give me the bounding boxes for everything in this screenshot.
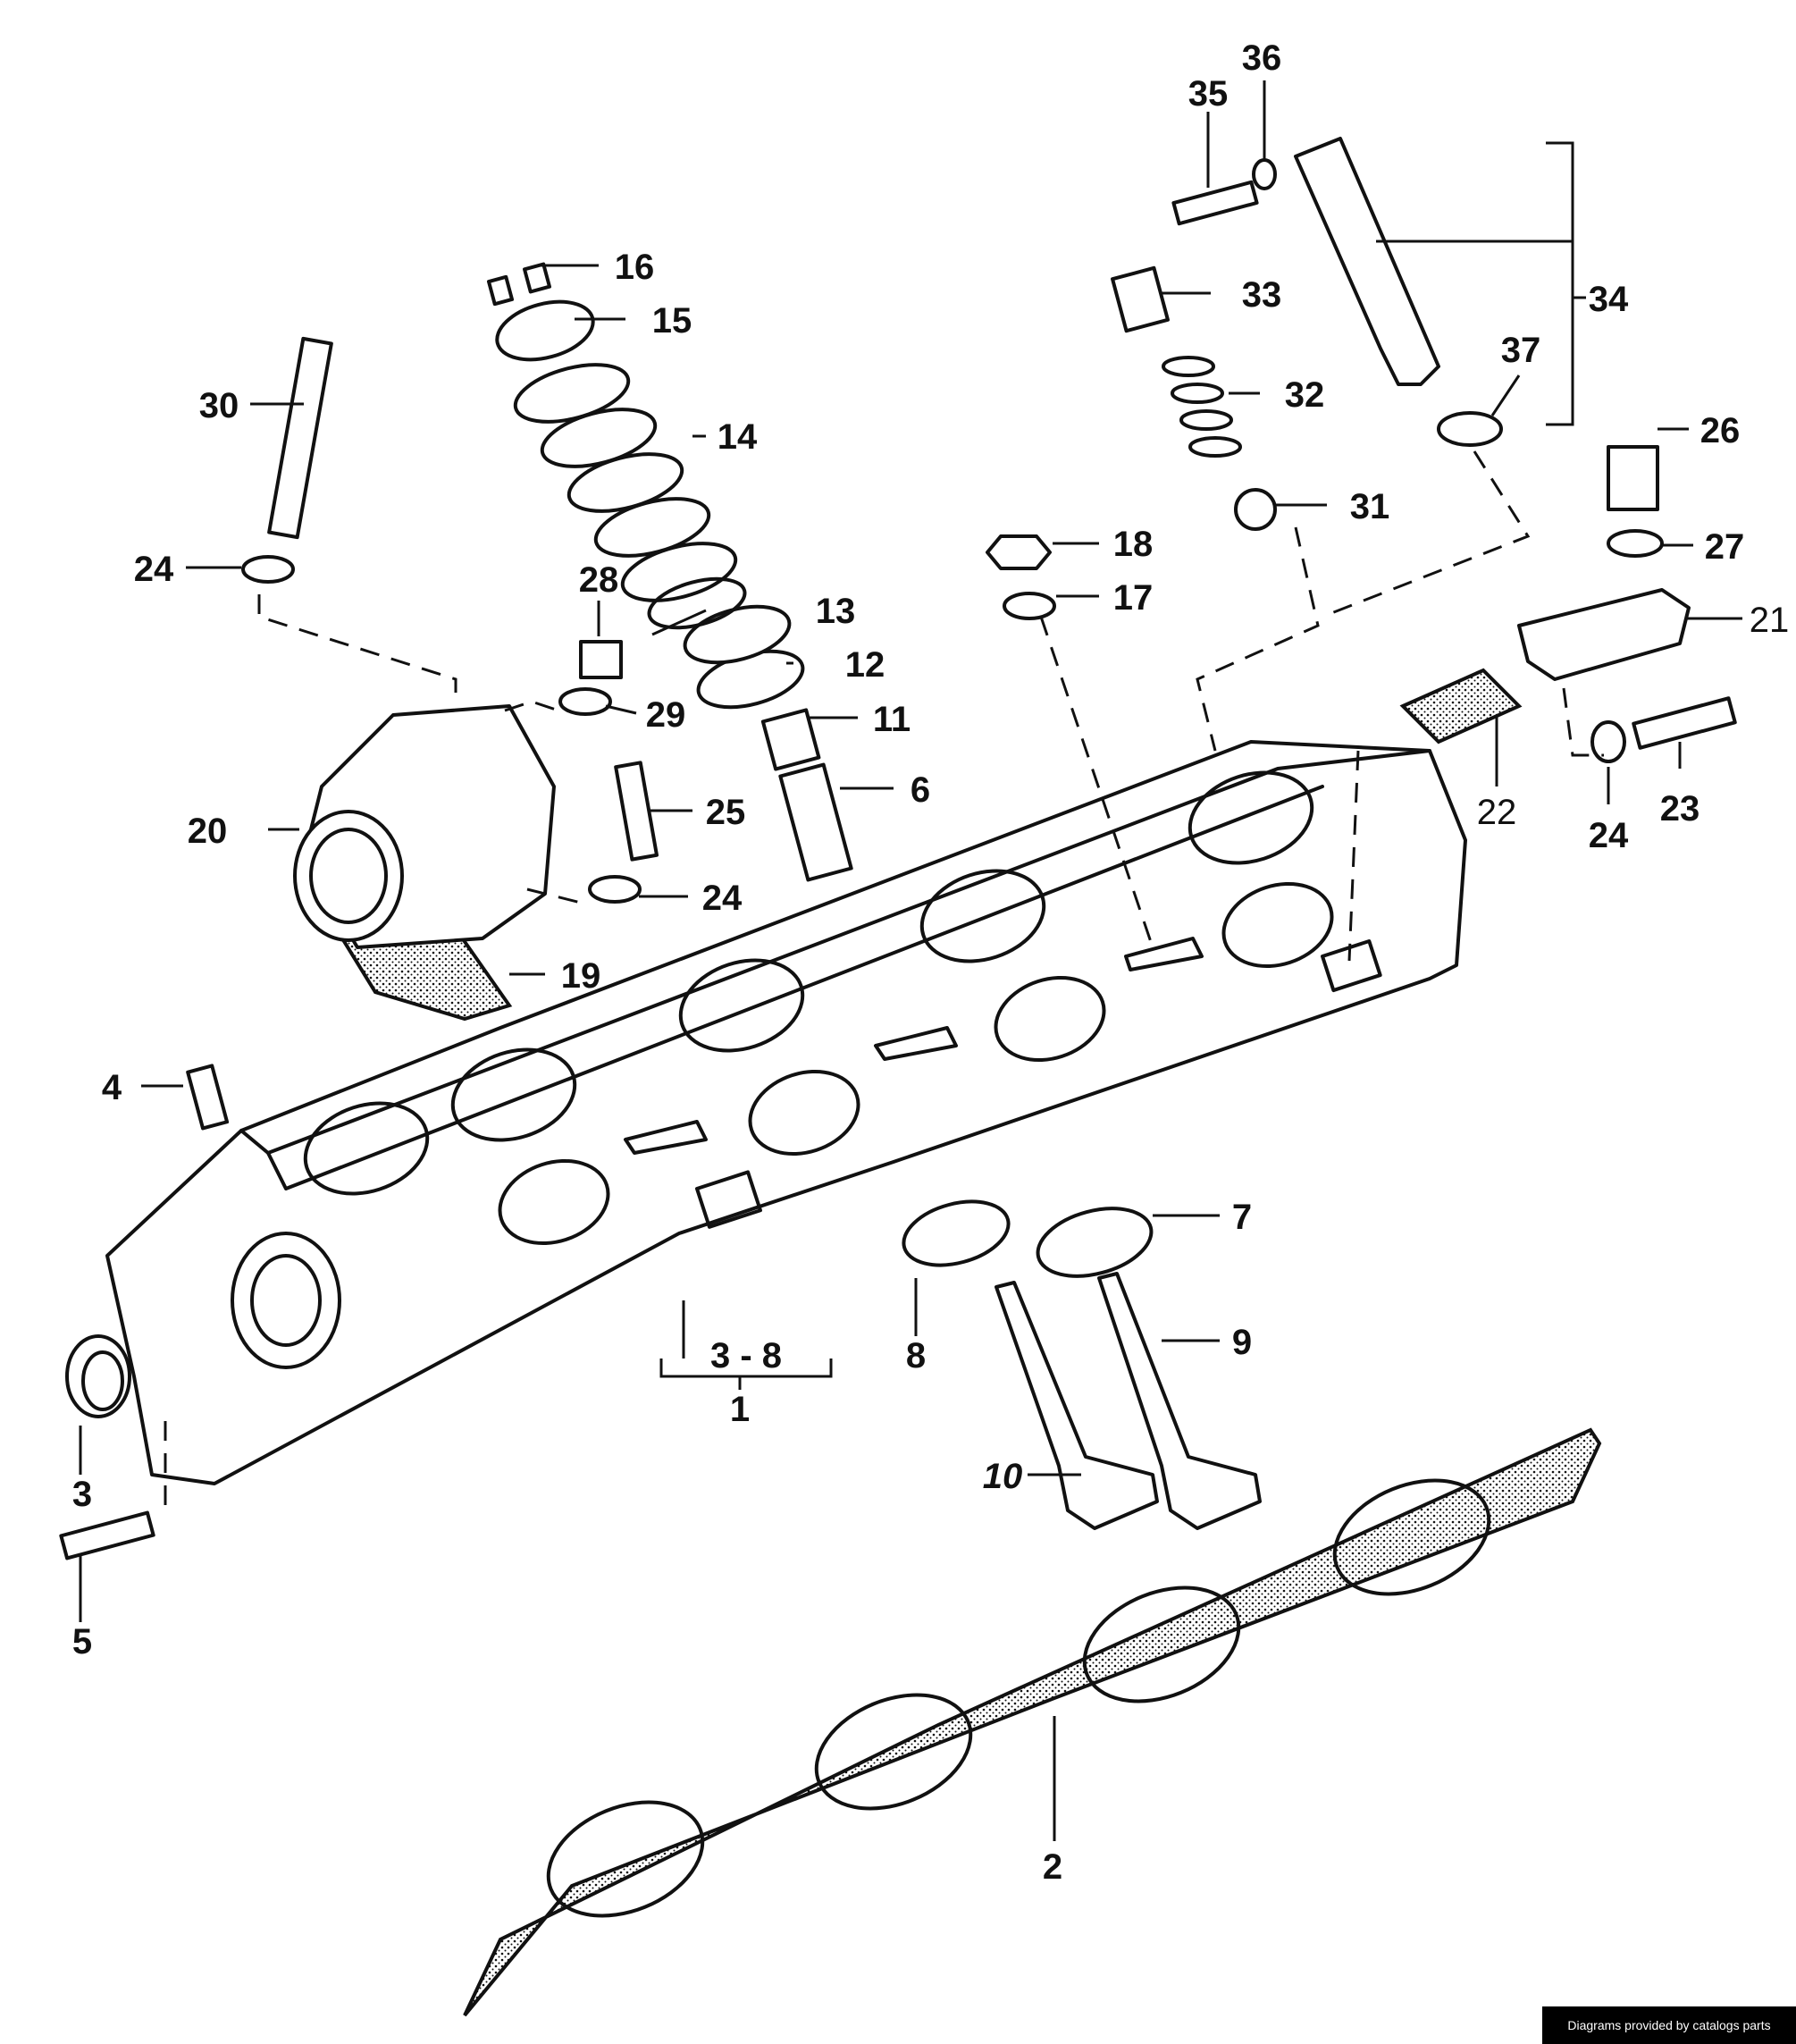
valve-seat-ring-8 bbox=[902, 1199, 1011, 1267]
washer-24-mid bbox=[588, 875, 642, 904]
valve-seat-ring-7 bbox=[1036, 1207, 1154, 1278]
callout-labels: 1 2 3 3 - 8 4 5 6 7 8 9 10 11 12 13 14 1… bbox=[72, 38, 1789, 1887]
callout-24-mid: 24 bbox=[702, 879, 743, 918]
callout-37: 37 bbox=[1501, 331, 1541, 370]
callout-22: 22 bbox=[1477, 793, 1517, 832]
o-ring-37 bbox=[1437, 411, 1503, 447]
washer-17 bbox=[1003, 592, 1056, 620]
callout-14: 14 bbox=[718, 417, 758, 457]
valve-keepers bbox=[486, 262, 551, 307]
gasket-22 bbox=[1399, 668, 1523, 744]
valve-stem-seal bbox=[760, 708, 821, 771]
callout-8: 8 bbox=[906, 1336, 926, 1375]
nut-18 bbox=[986, 534, 1052, 570]
callout-1: 1 bbox=[730, 1390, 750, 1429]
callout-6: 6 bbox=[911, 770, 930, 810]
bolt-25 bbox=[614, 761, 659, 862]
valve-springs bbox=[513, 363, 747, 630]
callout-3: 3 bbox=[72, 1475, 92, 1514]
callout-11: 11 bbox=[873, 700, 911, 739]
callout-15: 15 bbox=[652, 301, 692, 341]
callout-18: 18 bbox=[1113, 525, 1154, 564]
callout-3-8: 3 - 8 bbox=[710, 1336, 782, 1375]
callout-23: 23 bbox=[1660, 789, 1700, 829]
washer-24-right bbox=[1590, 720, 1626, 763]
thermostat-housing-21 bbox=[1517, 588, 1691, 681]
callout-29: 29 bbox=[646, 695, 686, 735]
dowel-pin bbox=[186, 1064, 230, 1131]
spring-32 bbox=[1162, 356, 1242, 458]
washer-36 bbox=[1252, 158, 1277, 190]
bolt-30 bbox=[267, 336, 333, 540]
callout-31: 31 bbox=[1350, 487, 1390, 526]
sender-26 bbox=[1607, 445, 1659, 511]
water-outlet-housing bbox=[293, 704, 556, 949]
ball-31 bbox=[1234, 488, 1277, 531]
credit-banner: Diagrams provided by catalogs parts bbox=[1542, 2006, 1796, 2044]
leader-lines bbox=[79, 80, 1742, 1841]
cylinder-head bbox=[105, 740, 1467, 1485]
callout-34: 34 bbox=[1589, 280, 1629, 319]
callout-28: 28 bbox=[579, 560, 619, 600]
callout-16: 16 bbox=[615, 248, 655, 287]
washer-24-top bbox=[241, 555, 295, 584]
callout-26: 26 bbox=[1700, 411, 1741, 450]
callout-21: 21 bbox=[1750, 601, 1790, 640]
callout-20: 20 bbox=[188, 812, 228, 851]
callout-30: 30 bbox=[199, 386, 239, 425]
credit-text: Diagrams provided by catalogs parts bbox=[1567, 2018, 1771, 2032]
callout-19: 19 bbox=[561, 956, 601, 996]
valve-guide bbox=[778, 762, 853, 882]
bolt-23 bbox=[1632, 696, 1737, 750]
spring-retainer bbox=[495, 299, 595, 362]
front-seal-ring bbox=[65, 1334, 131, 1418]
callout-2: 2 bbox=[1043, 1847, 1062, 1887]
callout-10: 10 bbox=[983, 1457, 1023, 1496]
callout-36: 36 bbox=[1242, 38, 1282, 78]
callout-24-top: 24 bbox=[134, 550, 174, 589]
callout-13: 13 bbox=[816, 592, 856, 631]
callout-5: 5 bbox=[72, 1622, 92, 1661]
callout-24-right: 24 bbox=[1589, 816, 1629, 855]
callout-32: 32 bbox=[1285, 375, 1325, 415]
callout-7: 7 bbox=[1232, 1198, 1252, 1237]
callout-9: 9 bbox=[1232, 1323, 1252, 1362]
callout-33: 33 bbox=[1242, 275, 1282, 315]
callout-12: 12 bbox=[845, 645, 885, 685]
head-gasket bbox=[463, 1427, 1602, 2017]
valves bbox=[995, 1272, 1262, 1530]
callout-17: 17 bbox=[1113, 578, 1154, 618]
plug-28 bbox=[579, 640, 623, 679]
callout-35: 35 bbox=[1188, 74, 1229, 114]
callout-27: 27 bbox=[1705, 527, 1745, 567]
washer-27 bbox=[1607, 529, 1664, 558]
callout-4: 4 bbox=[102, 1068, 122, 1107]
stud bbox=[59, 1510, 155, 1560]
washer-29 bbox=[558, 687, 612, 716]
screw-35 bbox=[1171, 180, 1259, 226]
tensioner-34 bbox=[1294, 137, 1440, 386]
callout-25: 25 bbox=[706, 793, 746, 832]
plug-33 bbox=[1111, 265, 1170, 333]
assembly-lines bbox=[164, 450, 1604, 1510]
